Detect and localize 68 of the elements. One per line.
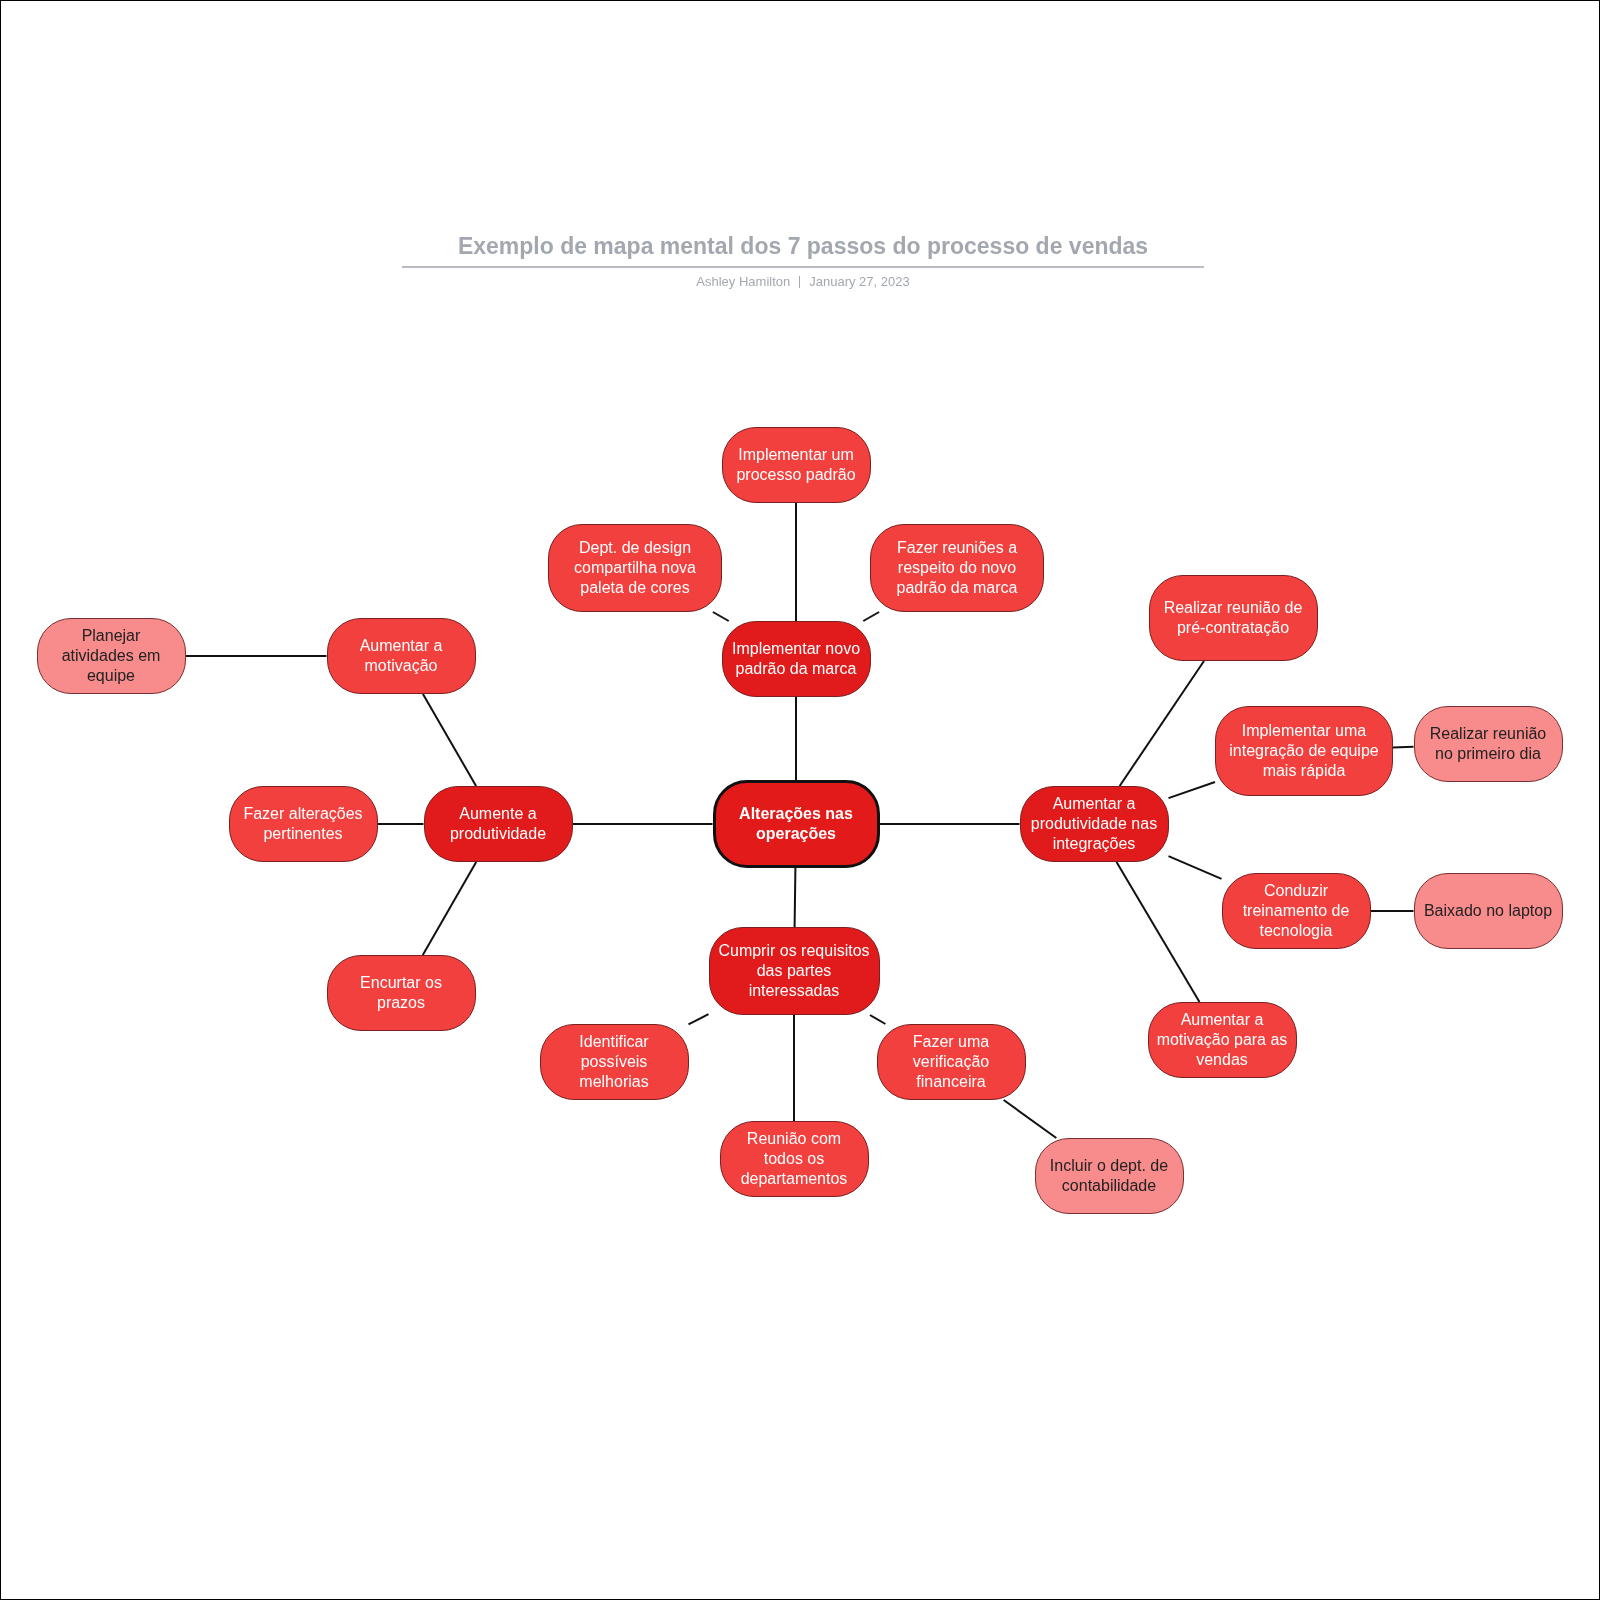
connector-line (421, 861, 478, 956)
connector-line (1167, 855, 1223, 880)
subtopic-box (548, 524, 722, 612)
subtopic-box (719, 1121, 869, 1197)
node-text: Fazer reuniões a respeito do novo padrão da marca (895, 538, 1019, 598)
subtopic-box (326, 618, 476, 694)
connector-line (184, 655, 328, 657)
node-text: Implementar uma integração de equipe mais rápida (1228, 721, 1380, 781)
subtopic-box (876, 1024, 1026, 1100)
node-text: Baixado no laptop (1423, 901, 1553, 921)
node-text: Cumprir os requisitos das partes interessadas (717, 941, 871, 1001)
node-text: Aumente a produtividade (448, 804, 548, 844)
node-text: Fazer uma verificação financeira (911, 1032, 991, 1092)
main-branch-box (1019, 786, 1169, 862)
node-text: Fazer alterações pertinentes (242, 804, 364, 844)
subtopic-box (1148, 575, 1318, 661)
connector-line (878, 823, 1021, 825)
main-branch-box (423, 786, 573, 862)
node-text: Identificar possíveis melhorias (578, 1032, 650, 1092)
subtopic-box (228, 786, 378, 862)
connector-line (1002, 1099, 1058, 1139)
node-text: Aumentar a motivação para as vendas (1156, 1010, 1288, 1070)
connector-line (1369, 910, 1415, 912)
detail-box (1413, 706, 1563, 782)
connector-line (1115, 861, 1201, 1003)
node-text: Alterações nas operações (738, 804, 854, 844)
node-text: Implementar um processo padrão (735, 445, 857, 485)
connector-line (795, 502, 797, 622)
central-topic (712, 780, 880, 868)
connector-line (862, 611, 881, 622)
node-text: Conduzir treinamento de tecnologia (1241, 881, 1351, 941)
connector-line (868, 1014, 887, 1025)
subtopic-box (326, 955, 476, 1031)
subtopic-box (1221, 873, 1371, 949)
connector-line (687, 1013, 710, 1026)
node-text: Realizar reunião de pré-contratação (1162, 598, 1304, 638)
node-text: Aumentar a motivação (358, 636, 444, 676)
connector-line (795, 696, 797, 781)
connector-line (421, 693, 478, 787)
date-label: January 27, 2023 (809, 274, 910, 289)
connector-line (376, 823, 425, 825)
main-branch-box (721, 621, 871, 697)
connector-line (1118, 660, 1205, 787)
node-text: Dept. de design compartilha nova paleta de cores (573, 538, 697, 598)
subtopic-box (539, 1024, 689, 1100)
connector-line (711, 611, 730, 622)
subtopic-box (870, 524, 1044, 612)
subtopic-box (1147, 1002, 1297, 1078)
detail-box (1034, 1138, 1184, 1214)
subtopic-box (721, 427, 871, 503)
node-text: Realizar reunião no primeiro dia (1428, 724, 1548, 764)
node-text: Reunião com todos os departamentos (739, 1129, 849, 1189)
detail-box (36, 618, 186, 694)
connector-line (1167, 780, 1216, 800)
node-text: Implementar novo padrão da marca (730, 639, 862, 679)
detail-box (1413, 873, 1563, 949)
connector-line (793, 867, 797, 928)
connector-line (793, 1014, 795, 1122)
author-name: Ashley Hamilton (696, 274, 791, 289)
node-text: Aumentar a produtividade nas integrações (1029, 794, 1159, 854)
connector-line (1392, 745, 1415, 749)
title: Exemplo de mapa mental dos 7 passos do processo de vendas (456, 233, 1150, 261)
connector-line (571, 823, 714, 825)
subtopic-box (1215, 706, 1393, 796)
node-text: Encurtar os prazos (359, 973, 443, 1013)
node-text: Planejar atividades em equipe (60, 626, 162, 686)
node-text: Incluir o dept. de contabilidade (1048, 1156, 1170, 1196)
main-branch-box (708, 927, 880, 1015)
